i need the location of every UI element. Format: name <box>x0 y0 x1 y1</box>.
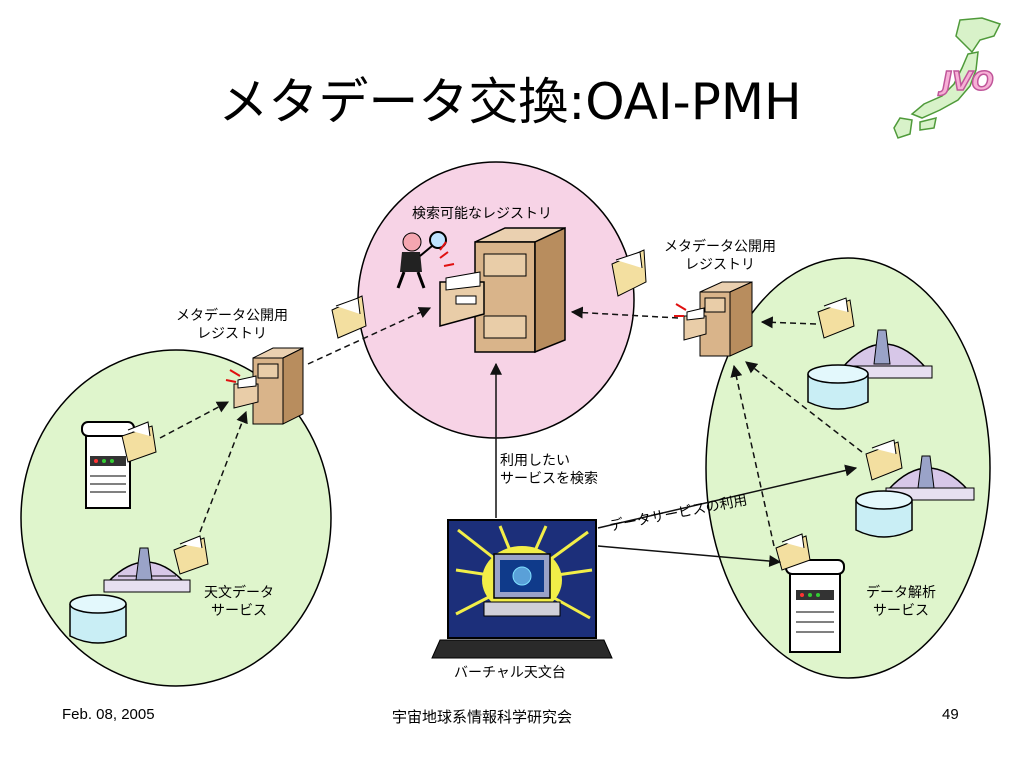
arrow-right-middle-to-right-registry <box>745 361 863 453</box>
right-registry-cabinet-icon <box>674 281 753 357</box>
slide-title: メタデータ交換:OAI-PMH <box>218 73 802 131</box>
observatory-icon-right-middle <box>885 455 975 501</box>
analysis-service-label: データ解析 サービス <box>866 584 936 620</box>
astro-data-service-label: 天文データ サービス <box>204 584 274 620</box>
hokkaido-shape <box>955 17 1002 54</box>
search-services-label-line1: 利用したい <box>500 453 570 469</box>
shikoku-shape <box>919 116 937 131</box>
footer-page-number: 49 <box>942 706 959 723</box>
oai-pmh-diagram <box>20 161 991 687</box>
folder-icon-server-right <box>775 533 811 571</box>
left-registry-label-line2: レジストリ <box>197 326 267 342</box>
search-services-label-line2: サービスを検索 <box>500 471 598 487</box>
folder-icon-left <box>331 295 367 339</box>
database-icon-right-top <box>807 364 869 410</box>
left-registry-label: メタデータ公開用 レジストリ <box>176 307 288 343</box>
arrow-server-to-left-registry <box>159 401 230 439</box>
left-registry-label-line1: メタデータ公開用 <box>176 308 288 324</box>
arrow-right-registry-to-central <box>570 306 679 319</box>
left-registry-cabinet-icon <box>225 347 304 425</box>
right-registry-label-line2: レジストリ <box>685 257 755 273</box>
database-icon-right-middle <box>855 490 913 538</box>
search-services-label: 利用したい サービスを検索 <box>500 452 598 488</box>
arrow-vo-to-right-middle-service <box>597 464 858 529</box>
arrow-left-registry-to-central <box>307 307 432 365</box>
database-icon-left <box>69 594 127 644</box>
arrow-observatory-to-left-registry <box>199 410 248 533</box>
arrow-right-top-to-right-registry <box>760 316 817 329</box>
central-file-cabinet-icon <box>439 226 566 354</box>
folder-icon-observatory-left <box>173 535 209 575</box>
folder-icon-right <box>611 249 647 297</box>
kyushu-shape <box>893 117 913 139</box>
footer-date: Feb. 08, 2005 <box>62 706 155 723</box>
jvo-logo-text: JVO <box>937 67 993 97</box>
astro-data-service-label-line2: サービス <box>211 603 267 619</box>
server-icon-left <box>81 421 135 509</box>
server-icon-right <box>785 559 845 653</box>
arrow-vo-to-right-server <box>597 545 782 568</box>
analysis-service-label-line1: データ解析 <box>866 585 936 601</box>
virtual-observatory-label: バーチャル天文台 <box>454 665 566 681</box>
right-registry-label: メタデータ公開用 レジストリ <box>664 238 776 274</box>
folder-icon-right-top <box>817 297 855 339</box>
searching-person-icon <box>396 231 455 289</box>
virtual-observatory-computer-icon <box>431 519 613 659</box>
footer-event: 宇宙地球系情報科学研究会 <box>392 709 573 726</box>
searchable-registry-label: 検索可能なレジストリ <box>412 206 552 222</box>
folder-icon-server-left <box>121 421 157 463</box>
honshu-shape <box>910 51 979 119</box>
analysis-service-label-line2: サービス <box>873 603 929 619</box>
observatory-icon-left <box>103 547 191 593</box>
right-registry-label-line1: メタデータ公開用 <box>664 239 776 255</box>
jvo-logo: JVO <box>893 17 1002 139</box>
astro-data-service-label-line1: 天文データ <box>204 585 274 601</box>
arrow-server-to-right-registry <box>730 364 775 547</box>
folder-icon-right-middle <box>865 439 903 481</box>
